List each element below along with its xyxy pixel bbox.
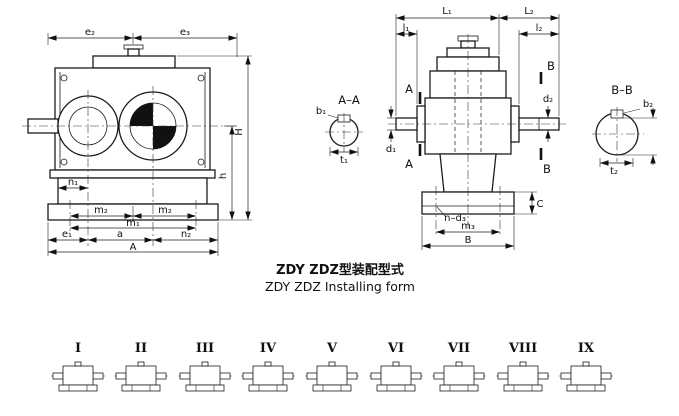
side-view: L₁ L₂ l₁ l₂ d₁ d₂ C n–d₃ m₃ B A A B B bbox=[386, 6, 566, 250]
dim-e3-label: e₃ bbox=[180, 27, 190, 38]
form-item: VIII bbox=[495, 341, 551, 392]
form-item: IV bbox=[240, 341, 296, 392]
form-numeral: VIII bbox=[508, 341, 537, 356]
dim-e1-label: e₁ bbox=[62, 229, 72, 240]
dim-m1-label: m₁ bbox=[126, 218, 140, 229]
side-centerlines bbox=[388, 34, 566, 236]
dim-nd3-label: n–d₃ bbox=[444, 213, 466, 224]
dim-m3-label: m₃ bbox=[461, 221, 475, 232]
form-numeral: II bbox=[135, 341, 147, 356]
dim-n2-label: n₂ bbox=[181, 229, 191, 240]
dim-d2-label: d₂ bbox=[543, 94, 553, 105]
section-cut-marks bbox=[418, 72, 543, 160]
center-mark-quadrant bbox=[130, 103, 153, 126]
dim-B-label: B bbox=[465, 235, 472, 246]
form-item: V bbox=[304, 341, 360, 392]
gearbox-icon bbox=[495, 361, 551, 392]
section-bb: B–B b₂ t₂ bbox=[592, 83, 657, 177]
form-numeral: VI bbox=[387, 341, 404, 356]
gearbox-icon bbox=[240, 361, 296, 392]
form-item: III bbox=[177, 341, 233, 392]
dim-m2-right-label: m₂ bbox=[158, 205, 172, 216]
form-item: II bbox=[113, 341, 169, 392]
gearbox-icon bbox=[177, 361, 233, 392]
side-dimensions bbox=[387, 14, 560, 250]
dim-e2-label: e₂ bbox=[85, 27, 95, 38]
dim-A-label: A bbox=[130, 242, 137, 253]
dim-b1-label: b₁ bbox=[316, 106, 326, 117]
dim-a-label: a bbox=[117, 229, 123, 240]
corner-bolts bbox=[60, 74, 205, 166]
dim-l1-label: l₁ bbox=[403, 23, 410, 34]
form-numeral: V bbox=[326, 341, 338, 356]
cut-A-bottom-label: A bbox=[405, 157, 413, 171]
gearbox-icon bbox=[558, 361, 614, 392]
front-centerlines bbox=[22, 86, 237, 246]
gearbox-icon bbox=[113, 361, 169, 392]
section-bb-title: B–B bbox=[611, 83, 633, 97]
form-numeral: VII bbox=[447, 341, 470, 356]
dim-l2-label: l₂ bbox=[536, 23, 543, 34]
gearbox-icon bbox=[304, 361, 360, 392]
section-aa: A–A b₁ t₁ bbox=[316, 93, 363, 166]
dim-L2-label: L₂ bbox=[524, 6, 534, 17]
cut-B-top-label: B bbox=[547, 59, 555, 73]
dim-L1-label: L₁ bbox=[442, 6, 452, 17]
dim-d1-label: d₁ bbox=[386, 144, 396, 155]
dim-b2-label: b₂ bbox=[643, 99, 653, 110]
title-chinese: ZDY ZDZ型装配型式 bbox=[276, 262, 404, 278]
front-view: e₂ e₃ H h n₁ m₂ m₂ m₁ e₁ a n₂ A bbox=[22, 27, 252, 256]
installing-forms: I II III IV V VI VII VIII bbox=[50, 341, 614, 392]
form-numeral: I bbox=[75, 341, 81, 356]
gearbox-icon bbox=[368, 361, 424, 392]
dim-n1-label: n₁ bbox=[68, 177, 78, 188]
form-numeral: IV bbox=[260, 341, 277, 356]
center-mark-quadrant bbox=[153, 126, 176, 149]
gearbox-icon bbox=[431, 361, 487, 392]
dim-H-label: H bbox=[234, 128, 245, 136]
cut-B-bottom-label: B bbox=[543, 162, 551, 176]
form-numeral: III bbox=[196, 341, 214, 356]
form-numeral: IX bbox=[578, 341, 595, 356]
title-english: ZDY ZDZ Installing form bbox=[265, 279, 415, 294]
dim-t2-label: t₂ bbox=[610, 166, 618, 177]
dim-m2-left-label: m₂ bbox=[94, 205, 108, 216]
dim-h-label: h bbox=[218, 173, 229, 179]
form-item: VI bbox=[368, 341, 424, 392]
form-item: I bbox=[50, 341, 106, 392]
cut-A-top-label: A bbox=[405, 82, 413, 96]
dim-C-label: C bbox=[537, 199, 544, 210]
form-item: IX bbox=[558, 341, 614, 392]
gearbox-icon bbox=[50, 361, 106, 392]
section-aa-title: A–A bbox=[338, 93, 360, 107]
dim-t1-label: t₁ bbox=[340, 155, 348, 166]
title-block: ZDY ZDZ型装配型式 ZDY ZDZ Installing form bbox=[265, 262, 415, 294]
form-item: VII bbox=[431, 341, 487, 392]
